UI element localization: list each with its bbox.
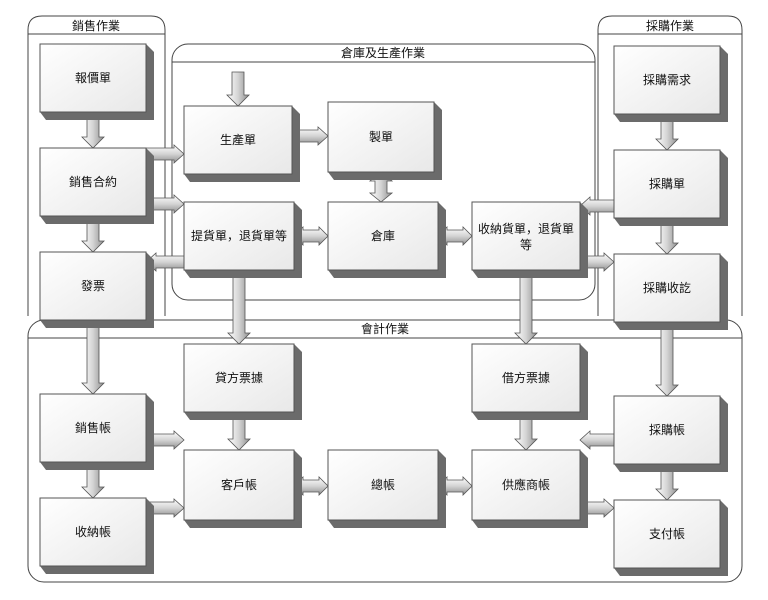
receiving-label-line1: 收納貨單，退貨單 <box>478 221 574 236</box>
box-payment-ledger: 支付帳 <box>613 499 728 576</box>
arrow-receipt-to-purchase-ledger <box>655 321 679 397</box>
box-supplier-ledger: 供應商帳 <box>471 449 588 528</box>
box-purchase-ledger: 採購帳 <box>613 395 728 472</box>
purchase-request-label: 採購需求 <box>643 73 691 87</box>
sales-contract-label: 銷售合約 <box>69 174 117 189</box>
box-receiving-order: 收納貨單，退貨單 等 <box>471 201 588 278</box>
sales-ledger-label: 銷售帳 <box>75 420 111 435</box>
purchase-ledger-label: 採購帳 <box>649 423 685 437</box>
arrow-receiving-to-debit <box>514 269 538 345</box>
payment-ledger-label: 支付帳 <box>649 527 685 541</box>
flow-arrows <box>81 71 679 518</box>
box-credit-voucher: 貸方票據 <box>183 343 302 420</box>
panel-purchase-title: 採購作業 <box>646 19 694 33</box>
box-receipts-ledger: 收納帳 <box>39 497 154 574</box>
credit-voucher-label: 貸方票據 <box>215 370 263 385</box>
debit-voucher-label: 借方票據 <box>502 370 550 385</box>
box-debit-voucher: 借方票據 <box>471 343 588 420</box>
box-delivery-order: 提貨單，退貨單等 <box>183 201 302 278</box>
production-order-label: 生產單 <box>220 132 256 147</box>
panel-warehouse-title: 倉庫及生產作業 <box>341 45 425 60</box>
delivery-order-label: 提貨單，退貨單等 <box>191 228 287 243</box>
general-ledger-label: 總帳 <box>371 477 395 492</box>
purchase-receipt-label: 採購收訖 <box>643 280 691 295</box>
flow-boxes: 報價單 銷售合約 發票 銷售帳 收納帳 生產單 <box>39 43 728 576</box>
warehouse-label: 倉庫 <box>371 228 395 243</box>
box-production-order: 生產單 <box>183 105 300 182</box>
box-purchase-order: 採購單 <box>613 149 728 226</box>
box-general-ledger: 總帳 <box>327 449 446 528</box>
box-warehouse: 倉庫 <box>327 201 446 278</box>
purchase-order-label: 採購單 <box>649 177 685 191</box>
box-quote: 報價單 <box>39 43 154 120</box>
receipts-ledger-label: 收納帳 <box>75 525 111 539</box>
arrow-invoice-to-sales-ledger <box>81 319 105 395</box>
box-purchase-request: 採購需求 <box>613 45 728 122</box>
manufacturing-label: 製單 <box>369 130 393 144</box>
box-customer-ledger: 客戶帳 <box>183 449 302 528</box>
panel-sales-title: 銷售作業 <box>72 18 120 33</box>
box-purchase-receipt: 採購收訖 <box>613 253 728 330</box>
customer-ledger-label: 客戶帳 <box>221 477 257 492</box>
panel-accounting-title: 會計作業 <box>361 321 409 336</box>
supplier-ledger-label: 供應商帳 <box>502 477 550 492</box>
invoice-label: 發票 <box>81 278 105 293</box>
arrow-purchase-ledger-to-supplier <box>579 430 615 450</box>
arrow-delivery-to-credit <box>227 269 251 345</box>
quote-label: 報價單 <box>75 71 111 85</box>
box-sales-ledger: 銷售帳 <box>39 393 154 470</box>
box-sales-contract: 銷售合約 <box>39 147 154 224</box>
receiving-label-line2: 等 <box>520 238 532 252</box>
box-manufacturing: 製單 <box>327 101 442 180</box>
box-invoice: 發票 <box>39 251 154 328</box>
arrow-into-production <box>226 71 250 107</box>
